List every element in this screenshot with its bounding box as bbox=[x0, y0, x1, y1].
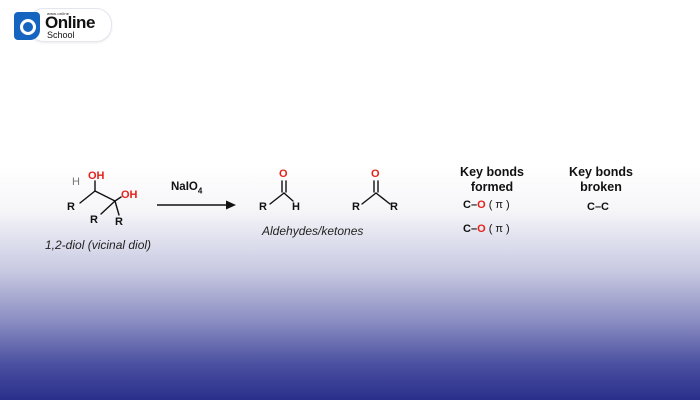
ketone-oxygen: O bbox=[371, 168, 380, 180]
reactant-bond-c2-r-right bbox=[114, 200, 120, 216]
formed-bond-2: C–O ( π ) bbox=[463, 223, 510, 235]
aldehyde-bond-c-h bbox=[283, 192, 294, 202]
ketone-r-right: R bbox=[390, 201, 398, 213]
ketone-bond-r-left bbox=[361, 192, 377, 205]
broken-bond-1: C–C bbox=[587, 201, 610, 213]
reactant-bond-c1-c2 bbox=[94, 190, 116, 202]
logo-badge bbox=[28, 8, 112, 42]
ketone-bond-r-right bbox=[375, 192, 391, 205]
logo-mark-icon bbox=[14, 12, 40, 40]
logo-word-online: Online bbox=[45, 13, 95, 32]
reagent-label: NaIO4 bbox=[171, 181, 203, 196]
reactant-oh-right: OH bbox=[121, 189, 138, 201]
reactant-r-bottom-left: R bbox=[90, 214, 98, 226]
reactant-r-left: R bbox=[67, 201, 75, 213]
bonds-formed-header: Key bonds formed bbox=[460, 165, 524, 194]
reactant-oh-top: OH bbox=[88, 170, 105, 182]
school-logo: www.online Online School bbox=[14, 8, 112, 42]
aldehyde-r: R bbox=[259, 201, 267, 213]
ketone-r-left: R bbox=[352, 201, 360, 213]
aldehyde-bond-r-c bbox=[269, 192, 285, 205]
reactant-h: H bbox=[72, 176, 80, 188]
reactant-bond-r-c1 bbox=[79, 190, 96, 204]
bonds-broken-header: Key bonds broken bbox=[569, 165, 633, 194]
reactant-caption: 1,2-diol (vicinal diol) bbox=[45, 238, 152, 252]
formed-bond-1: C–O ( π ) bbox=[463, 199, 510, 211]
logo-word-school: School bbox=[47, 30, 75, 40]
reactant-r-bottom-right: R bbox=[115, 216, 123, 228]
logo-tagline: www.online bbox=[47, 11, 70, 16]
products-caption: Aldehydes/ketones bbox=[262, 224, 364, 238]
reaction-arrow-head bbox=[226, 200, 236, 210]
aldehyde-h: H bbox=[292, 201, 300, 213]
reactant-bond-c2-r-left bbox=[100, 200, 116, 215]
reactant-bond-c2-oh bbox=[114, 196, 122, 202]
aldehyde-oxygen: O bbox=[279, 168, 288, 180]
